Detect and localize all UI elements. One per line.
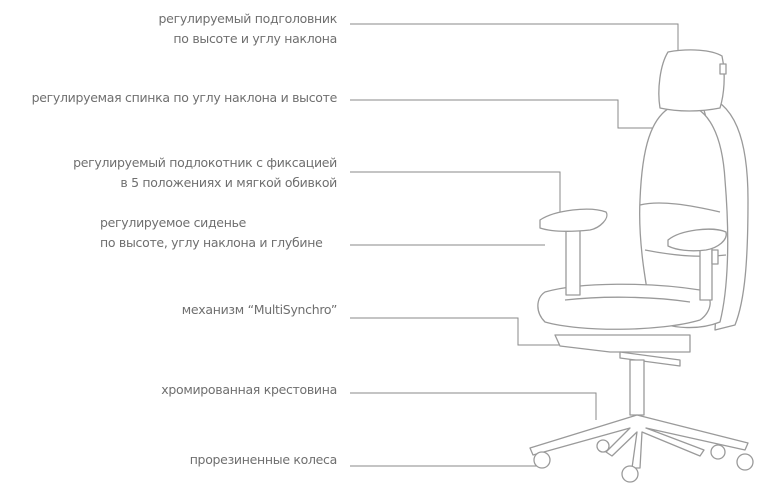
gas-lift xyxy=(629,359,645,416)
base-star xyxy=(529,414,749,469)
armrest-left-post xyxy=(565,224,581,296)
label-seat-line2: по высоте, углу наклона и глубине xyxy=(100,235,323,250)
wheel-icon xyxy=(596,439,610,453)
label-headrest: регулируемый подголовник по высоте и угл… xyxy=(158,9,338,49)
label-base: хромированная крестовина xyxy=(161,380,337,400)
label-backrest: регулируемая спинка по углу наклона и вы… xyxy=(31,88,338,108)
label-headrest-line1: регулируемый подголовник xyxy=(158,11,338,26)
label-mechanism: механизм “MultiSynchro” xyxy=(181,300,338,320)
armrest-left-pad xyxy=(539,208,608,232)
headrest-knob xyxy=(719,63,727,75)
chair-drawing xyxy=(529,49,754,483)
label-armrest-line1: регулируемый подлокотник с фиксацией xyxy=(73,155,337,170)
wheel-icon xyxy=(710,444,726,460)
leader-line-headrest xyxy=(350,23,679,50)
wheel-icon xyxy=(736,453,754,471)
label-seat: регулируемое сиденье по высоте, углу нак… xyxy=(100,213,323,253)
leader-lines xyxy=(350,23,679,467)
label-mechanism-line1: механизм “MultiSynchro” xyxy=(181,302,338,317)
label-armrest-line2: в 5 положениях и мягкой обивкой xyxy=(120,175,337,190)
armrest-right-pad xyxy=(667,228,727,252)
label-wheels: прорезиненные колеса xyxy=(189,450,338,470)
wheel-icon xyxy=(533,451,551,469)
label-base-line1: хромированная крестовина xyxy=(161,382,337,397)
label-backrest-line1: регулируемая спинка по углу наклона и вы… xyxy=(31,90,338,105)
headrest xyxy=(658,49,725,112)
label-seat-line1: регулируемое сиденье xyxy=(100,215,247,230)
label-armrest: регулируемый подлокотник с фиксацией в 5… xyxy=(73,153,337,193)
wheel-icon xyxy=(621,465,639,483)
leader-line-armrest xyxy=(350,171,561,222)
leader-line-mechanism xyxy=(350,317,560,346)
label-headrest-line2: по высоте и углу наклона xyxy=(173,31,337,46)
seat-cushion xyxy=(537,283,711,330)
label-wheels-line1: прорезиненные колеса xyxy=(189,452,338,467)
mechanism xyxy=(554,334,691,353)
leader-line-backrest xyxy=(350,99,662,129)
leader-line-base xyxy=(350,392,597,420)
